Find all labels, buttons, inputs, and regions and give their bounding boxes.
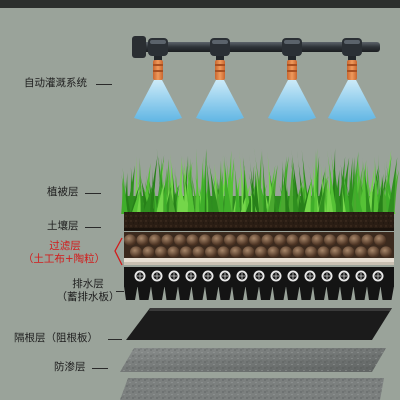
- label-waterproof: 防渗层: [54, 361, 86, 373]
- leader-root-barrier: [108, 339, 122, 340]
- waterproof-layer: [120, 348, 386, 372]
- leader-irrigation: [96, 84, 112, 85]
- label-filter-title: 过滤层: [49, 240, 81, 252]
- label-root-barrier: 隔根层（阻根板）: [14, 332, 98, 344]
- label-soil: 土壤层: [47, 220, 79, 232]
- leader-vegetation: [85, 193, 101, 194]
- sprinkler-4: [328, 38, 376, 122]
- drainage-layer: [124, 267, 394, 300]
- water-spray-icon: [268, 80, 316, 122]
- leader-waterproof: [92, 368, 108, 369]
- vegetation-layer: [121, 147, 399, 214]
- leader-drainage: [116, 291, 124, 292]
- pipe-end-cap: [132, 36, 146, 58]
- label-filter-sub: （土工布+陶粒）: [22, 253, 106, 265]
- label-drainage-sub: （蓄排水板）: [56, 291, 120, 303]
- irrigation-system: [132, 36, 380, 122]
- irrigation-pipe: [132, 42, 380, 52]
- filter-bracket-icon: [114, 237, 123, 266]
- label-drainage-title: 排水层: [72, 278, 104, 290]
- water-spray-icon: [196, 80, 244, 122]
- base-slab: [120, 378, 384, 400]
- label-irrigation-system: 自动灌溉系统: [24, 77, 87, 89]
- root-barrier-board: [126, 308, 392, 340]
- sprinkler-2: [196, 38, 244, 122]
- top-border-strip: [0, 0, 400, 8]
- leader-soil: [85, 227, 101, 228]
- soil-layer: [124, 212, 394, 231]
- sprinkler-3: [268, 38, 316, 122]
- sprinkler-1: [134, 38, 182, 122]
- filter-layer: [124, 232, 394, 265]
- water-spray-icon: [134, 80, 182, 122]
- water-spray-icon: [328, 80, 376, 122]
- label-vegetation: 植被层: [47, 186, 79, 198]
- geotextile-fabric: [124, 258, 394, 264]
